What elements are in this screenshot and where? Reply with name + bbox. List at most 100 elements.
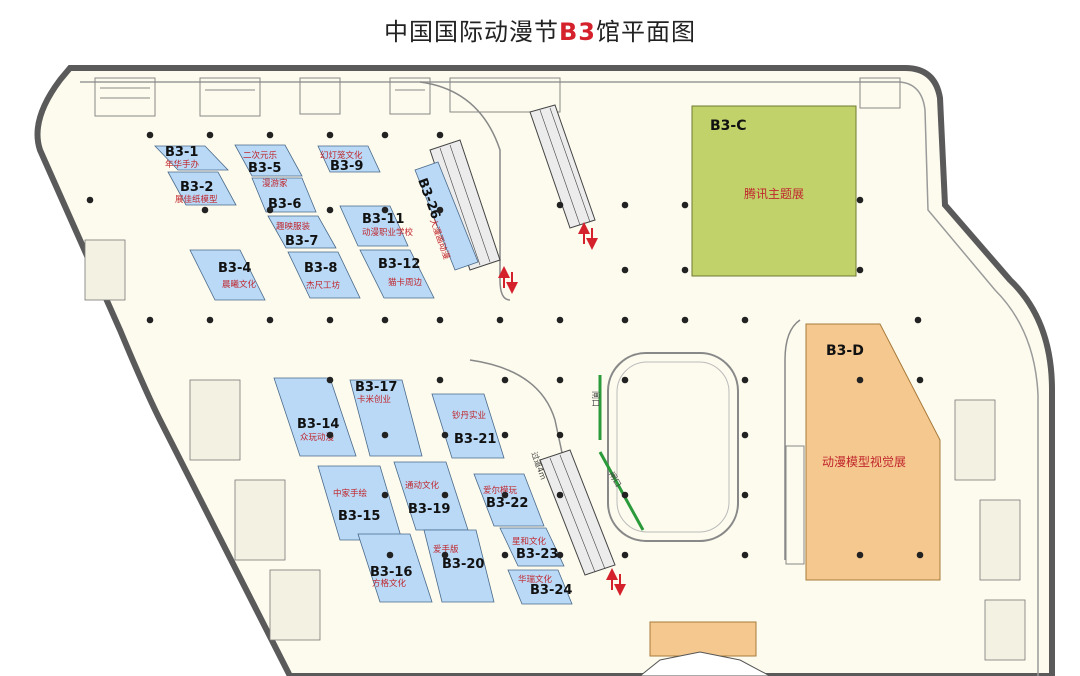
zone-model-name: 动漫模型视觉展: [822, 454, 906, 469]
column-marker: [201, 206, 209, 214]
column-marker: [556, 201, 564, 209]
column-marker: [501, 491, 509, 499]
column-marker: [556, 431, 564, 439]
booth-20[interactable]: [423, 529, 495, 603]
booth-14[interactable]: [273, 377, 357, 457]
curve-wall-upper: [419, 81, 511, 301]
booth-12-code: B3-12: [378, 257, 420, 272]
column-marker: [326, 376, 334, 384]
booths-layer: B3-1年华手办B3-2展佳纸模型B3-4晨曦文化B3-5二次元乐B3-6漫游家…: [154, 144, 573, 605]
column-marker: [916, 376, 924, 384]
column-marker: [681, 201, 689, 209]
column-marker: [436, 316, 444, 324]
booth-4[interactable]: [189, 249, 266, 301]
column-marker: [741, 376, 749, 384]
booth-6-exhibitor: 漫游家: [262, 178, 288, 189]
zone-tencent-name: 腾讯主题展: [744, 186, 804, 201]
booth-17-code: B3-17: [355, 380, 397, 395]
column-marker: [556, 551, 564, 559]
column-marker: [326, 131, 334, 139]
booth-8-exhibitor: 杰尺工坊: [306, 280, 341, 291]
column-marker: [266, 206, 274, 214]
title-prefix: 中国国际动漫节: [384, 18, 559, 46]
zone-model: [805, 323, 941, 581]
booth-5-code: B3-5: [248, 161, 281, 176]
escalator-lower: [539, 449, 616, 576]
column-marker: [381, 431, 389, 439]
booth-6-code: B3-6: [268, 197, 301, 212]
booth-8[interactable]: [287, 251, 361, 299]
booth-11[interactable]: [339, 205, 409, 247]
bottom-entrance: [639, 651, 771, 676]
booth-5-exhibitor: 二次元乐: [243, 150, 278, 161]
booth-2[interactable]: [167, 171, 237, 206]
column-marker: [146, 316, 154, 324]
column-marker: [856, 196, 864, 204]
column-marker: [501, 551, 509, 559]
booth-20-exhibitor: 爱手版: [433, 544, 459, 555]
column-marker: [441, 551, 449, 559]
column-marker: [386, 551, 394, 559]
column-marker: [326, 431, 334, 439]
booth-9-exhibitor: 幻灯笼文化: [320, 150, 363, 161]
zone-model-code: B3-D: [826, 343, 864, 359]
booth-17-exhibitor: 卡米创业: [357, 394, 391, 405]
column-marker: [501, 376, 509, 384]
booth-14-code: B3-14: [297, 417, 339, 432]
booth-23-code: B3-23: [516, 547, 558, 562]
hall-inner-wall: [80, 81, 1039, 676]
booth-7-exhibitor: 趣映服装: [276, 221, 311, 232]
column-marker: [621, 266, 629, 274]
booth-4-code: B3-4: [218, 261, 251, 276]
column-marker: [621, 491, 629, 499]
title-suffix: 馆平面图: [596, 18, 696, 46]
booth-26[interactable]: [414, 161, 479, 271]
booth-8-code: B3-8: [304, 261, 337, 276]
column-marker: [621, 376, 629, 384]
column-marker: [856, 376, 864, 384]
booth-23-exhibitor: 星和文化: [512, 536, 547, 547]
booth-1[interactable]: [154, 145, 229, 171]
column-marker: [501, 431, 509, 439]
booth-20-code: B3-20: [442, 557, 484, 572]
column-marker: [206, 316, 214, 324]
booth-19-exhibitor: 通动文化: [405, 480, 440, 491]
column-marker: [86, 196, 94, 204]
column-marker: [381, 131, 389, 139]
booth-16[interactable]: [357, 533, 433, 603]
booth-7[interactable]: [267, 215, 337, 249]
column-marker: [741, 316, 749, 324]
booth-21-code: B3-21: [454, 432, 496, 447]
booth-16-code: B3-16: [370, 565, 412, 580]
column-marker: [556, 316, 564, 324]
column-marker: [741, 431, 749, 439]
column-marker: [326, 206, 334, 214]
booth-19-code: B3-19: [408, 502, 450, 517]
booth-5[interactable]: [234, 144, 303, 177]
column-marker: [436, 131, 444, 139]
title-accent: B3: [559, 18, 596, 46]
booth-9[interactable]: [317, 145, 381, 173]
column-marker: [441, 491, 449, 499]
central-oval: [607, 352, 739, 542]
column-marker: [621, 551, 629, 559]
booth-16-exhibitor: 方格文化: [372, 578, 407, 589]
booth-12[interactable]: [359, 249, 435, 299]
booth-24[interactable]: [507, 569, 573, 605]
booth-9-code: B3-9: [330, 159, 363, 174]
booth-17[interactable]: [349, 379, 423, 457]
column-marker: [496, 316, 504, 324]
booth-24-exhibitor: 华瑞文化: [518, 574, 553, 585]
booth-22[interactable]: [473, 473, 545, 527]
direction-arrows: [498, 222, 626, 596]
column-marker: [621, 201, 629, 209]
column-marker: [681, 316, 689, 324]
gate-line-bottom: [598, 451, 645, 531]
booth-4-exhibitor: 晨曦文化: [222, 279, 257, 290]
column-marker: [436, 376, 444, 384]
booth-6[interactable]: [251, 177, 317, 213]
column-marker: [381, 206, 389, 214]
column-marker: [556, 491, 564, 499]
booth-23[interactable]: [499, 527, 565, 567]
